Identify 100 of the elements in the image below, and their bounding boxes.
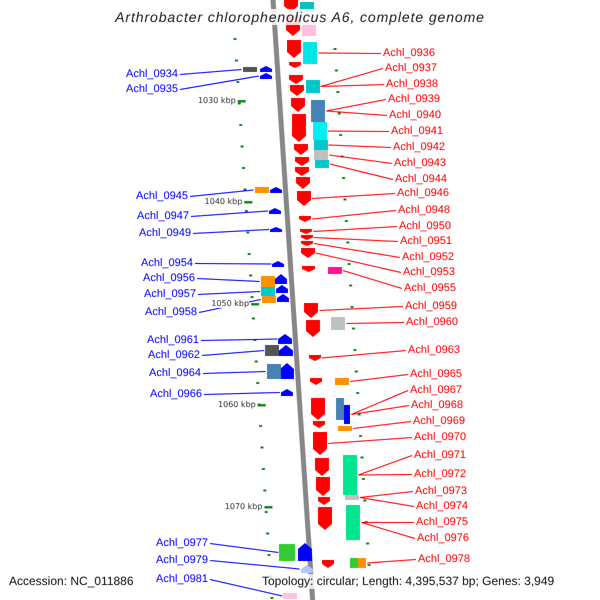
gene-block [311,100,326,122]
gene-label: Achl_0961 [147,334,199,347]
leader-line [196,278,260,282]
gene-block [331,317,346,330]
gene-label: Achl_0975 [416,516,468,529]
gene-label: Achl_0934 [126,68,178,81]
leader-line [198,291,261,295]
leader-line [202,350,265,356]
gene-block [260,276,275,287]
leader-line [312,226,398,232]
leader-line [312,210,396,220]
leader-line [328,154,392,164]
gene-label: Achl_0970 [414,431,466,444]
gene-label: Achl_0938 [386,78,438,91]
leader-line [313,237,398,242]
leader-line [312,193,396,199]
leader-line [318,306,404,311]
leader-line [200,338,278,341]
gene-marker [260,66,272,72]
gene-marker [280,363,294,379]
leader-line [180,69,242,75]
accession-text: Accession: NC_011886 [9,574,134,589]
leader-line [350,405,410,415]
gene-marker [297,191,312,206]
gene-marker [292,114,306,142]
gene-block [279,544,296,561]
leader-line [315,252,402,273]
gene-label: Achl_0979 [156,554,208,567]
gene-block [283,593,298,599]
gene-block [314,160,329,168]
leader-line [359,491,414,498]
gene-block [314,150,328,160]
gene-label: Achl_0935 [126,83,178,96]
gene-marker [298,543,312,561]
gene-block [312,122,327,140]
gene-label: Achl_0954 [141,257,193,270]
gene-label: Achl_0939 [388,93,440,106]
gene-label: Achl_0981 [156,573,208,586]
gene-label: Achl_0967 [410,384,462,397]
gene-block [242,67,257,72]
leader-line [320,68,384,87]
leader-line [350,390,408,415]
leader-line [204,392,280,395]
gene-marker [275,274,288,284]
gene-label: Achl_0965 [410,368,462,381]
leader-line [358,474,412,476]
gene-label: Achl_0945 [136,190,188,203]
gene-block [261,287,276,296]
leader-line [190,190,254,197]
gene-block [314,140,328,150]
leader-line [350,374,408,382]
gene-label: Achl_0937 [385,62,437,75]
gene-block [336,398,344,420]
leader-line [192,229,270,234]
gene-label: Achl_0956 [143,272,195,285]
leader-line [366,559,416,564]
gene-block [358,558,366,568]
gene-label: Achl_0964 [149,367,201,380]
gene-marker [272,261,284,267]
gene-marker [294,157,309,166]
leader-line [359,497,414,507]
gene-label: Achl_0973 [415,485,467,498]
leader-line [328,144,392,148]
gene-marker [276,294,289,302]
gene-label: Achl_0955 [404,282,456,295]
leader-line [360,522,416,539]
gene-block [344,405,350,424]
scale-label: 1030 kbp [198,96,236,105]
gene-block [254,187,269,193]
gene-label: Achl_0943 [394,157,446,170]
leader-line [190,210,268,217]
gene-block [344,495,359,500]
leader-line [321,350,406,358]
leader-line [320,84,384,87]
gene-block [265,345,280,356]
gene-label: Achl_0959 [405,300,457,313]
gene-block [335,378,350,385]
gene-label: Achl_0972 [414,468,466,481]
gene-marker [289,62,302,68]
gene-label: Achl_0968 [411,399,463,412]
gene-label: Achl_0944 [395,173,447,186]
gene-marker [295,167,310,176]
gene-label: Achl_0940 [389,109,441,122]
leader-line [194,263,272,264]
gene-marker [287,40,302,58]
gene-marker [313,432,328,455]
leader-line [342,270,402,289]
gene-label: Achl_0960 [406,316,458,329]
gene-block [346,505,360,540]
gene-label: Achl_0950 [399,220,451,233]
gene-marker [270,187,282,193]
gene-marker [294,144,308,155]
gene-label: Achl_0966 [150,388,202,401]
leader-line [314,243,400,258]
leader-line [329,164,394,180]
gene-marker [318,507,332,530]
gene-marker [310,378,322,385]
gene-block [338,426,352,431]
leader-line [326,99,386,112]
gene-block [350,558,358,568]
